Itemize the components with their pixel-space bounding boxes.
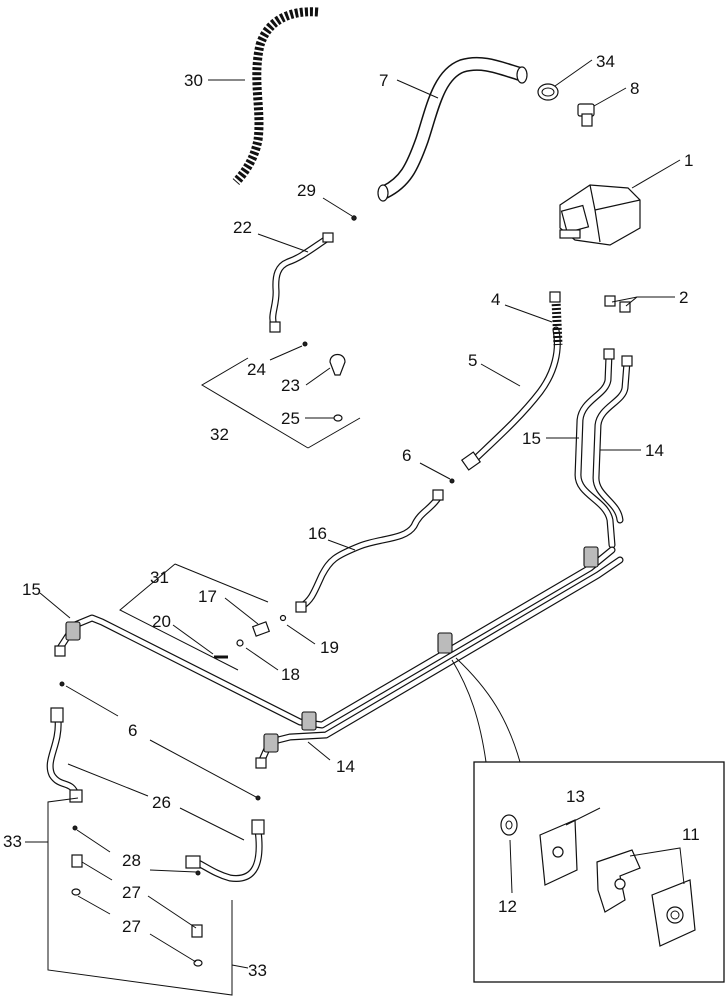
hose-part-7 (377, 56, 528, 202)
callout-6-lower: 6 (128, 721, 137, 740)
part-6-dot-right (255, 795, 261, 801)
callout-22: 23 (281, 376, 300, 395)
callout-19: 19 (320, 638, 339, 657)
callout-21: 22 (233, 218, 252, 237)
callout-29: 29 (297, 181, 316, 200)
tube-part-21 (269, 232, 334, 333)
callout-13: 13 (566, 787, 585, 806)
callout-14-lower: 14 (336, 757, 355, 776)
callout-7: 7 (379, 71, 388, 90)
fittings-part-2 (604, 295, 631, 313)
part-23-ring (333, 414, 343, 422)
callout-30: 30 (184, 71, 203, 90)
kit-bracket-part-32 (201, 357, 361, 449)
callout-32: 32 (210, 425, 229, 444)
part-28-dot-b (195, 870, 201, 876)
part-27-ring-a (71, 888, 81, 896)
callout-23: 25 (281, 409, 300, 428)
callout-31: 31 (150, 568, 169, 587)
fitting-part-17 (251, 621, 271, 637)
hose-clamp-part-34 (537, 83, 559, 101)
part-12-nut (500, 814, 518, 836)
callout-24: 24 (247, 360, 266, 379)
leader-lines (25, 59, 685, 969)
callout-18: 18 (281, 665, 300, 684)
part-28-dot-a (72, 825, 78, 831)
callout-5: 5 (468, 351, 477, 370)
callout-33-left: 33 (3, 832, 22, 851)
callout-11: 11 (682, 825, 700, 844)
part-6-dot-upper (449, 478, 455, 484)
callout-4: 4 (491, 290, 500, 309)
callout-34: 34 (596, 52, 615, 71)
callout-12: 12 (498, 897, 517, 916)
tubes-part-14-15-vertical (574, 348, 633, 549)
part-27-ring-b (193, 959, 203, 967)
part-18-ring (236, 639, 244, 647)
hose-part-25 (46, 707, 265, 882)
part-19-ring (279, 614, 287, 622)
callout-6-upper: 6 (402, 446, 411, 465)
spiral-wrap-part-30 (232, 7, 319, 186)
callout-labels: 30 7 34 8 1 29 22 2 4 5 24 23 25 32 15 1… (3, 52, 700, 980)
part-29-dot (351, 215, 357, 221)
callout-27: 27 (122, 917, 141, 936)
callout-15-lower: 15 (22, 580, 41, 599)
elbow-fitting-part-8 (577, 103, 595, 127)
callout-15-upper: 15 (522, 429, 541, 448)
long-tubes-part-14-15 (54, 546, 624, 769)
callout-14-upper: 14 (645, 441, 664, 460)
tube-part-16 (295, 489, 444, 613)
part-6-dot-left (59, 681, 65, 687)
callout-28: 28 (122, 851, 141, 870)
part-24-dot (302, 341, 308, 347)
pump-part-1 (559, 184, 641, 246)
callout-25: 26 (152, 793, 171, 812)
callout-33-right: 33 (248, 961, 267, 980)
callout-8: 8 (630, 79, 639, 98)
callout-2: 2 (679, 288, 688, 307)
callout-1: 1 (684, 151, 693, 170)
callout-20: 20 (152, 612, 171, 631)
part-22-shape (329, 353, 346, 376)
callout-17: 17 (198, 587, 217, 606)
tube-clamps (65, 546, 599, 753)
part-26-fitting-b (191, 924, 203, 938)
hose-part-4-5 (460, 291, 563, 471)
kit-bracket-part-31 (119, 563, 269, 671)
callout-16: 16 (308, 524, 327, 543)
detail-zoom-lines (451, 657, 521, 763)
kit-bracket-part-33 (47, 797, 233, 996)
part-26-fitting-a (71, 854, 83, 868)
callout-26: 27 (122, 883, 141, 902)
